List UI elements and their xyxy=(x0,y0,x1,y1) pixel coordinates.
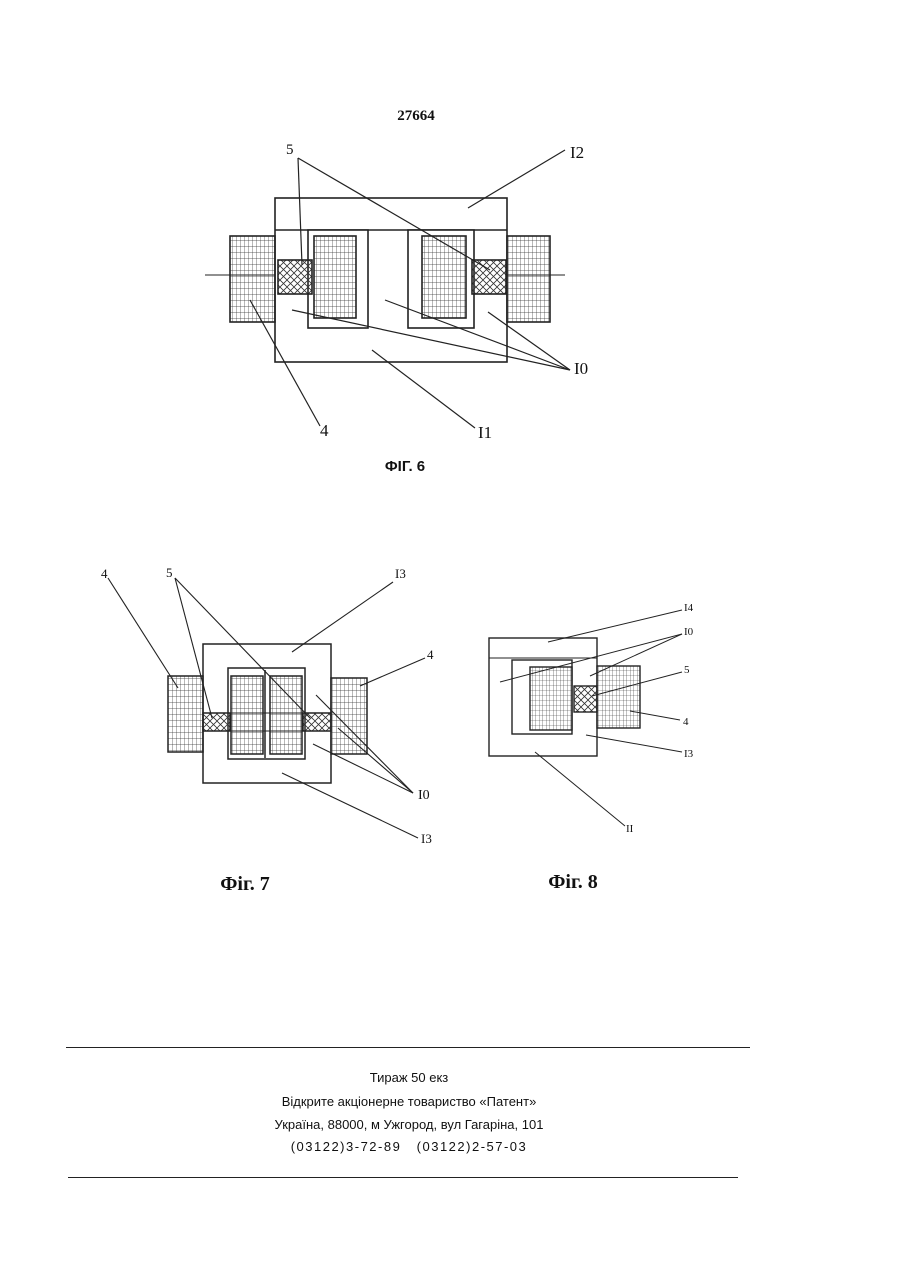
figure-8-drawing: I4 I0 5 4 I3 II xyxy=(470,590,730,850)
fig8-label-13: I3 xyxy=(684,748,694,760)
fig8-label-10: I0 xyxy=(684,626,694,638)
fig7-label-13b: I3 xyxy=(421,831,432,846)
fig6-label-4: 4 xyxy=(320,421,329,440)
fig8-caption: Фіг. 8 xyxy=(533,871,613,894)
fig7-label-4a: 4 xyxy=(101,566,108,581)
fig7-label-10: I0 xyxy=(418,788,430,803)
imprint-address: Україна, 88000, м Ужгород, вул Гагаріна,… xyxy=(0,1117,818,1132)
fig6-label-11: I1 xyxy=(478,423,492,442)
figure-7-drawing: 4 5 I3 4 I0 I3 xyxy=(0,540,470,860)
fig6-label-12: I2 xyxy=(570,143,584,162)
fig7-label-13a: I3 xyxy=(395,566,406,581)
fig6-label-5: 5 xyxy=(286,142,294,158)
fig6-label-10: I0 xyxy=(574,359,588,378)
fig6-caption: ФІГ. 6 xyxy=(370,458,440,475)
fig8-label-5: 5 xyxy=(684,664,690,676)
fig8-label-4: 4 xyxy=(683,716,689,728)
fig7-label-5: 5 xyxy=(166,565,173,580)
imprint-circulation: Тираж 50 екз xyxy=(0,1070,818,1085)
fig7-caption: Фіг. 7 xyxy=(205,873,285,896)
figure-6-drawing: 5 I2 I0 4 I1 xyxy=(0,0,901,460)
top-rule xyxy=(66,1047,750,1048)
fig8-label-11: II xyxy=(626,823,634,835)
fig8-label-14: I4 xyxy=(684,602,694,614)
imprint-phones: (03122)3-72-89 (03122)2-57-03 xyxy=(0,1139,818,1154)
bottom-rule xyxy=(68,1177,738,1178)
fig7-label-4b: 4 xyxy=(427,647,434,662)
imprint-publisher: Відкрите акціонерне товариство «Патент» xyxy=(0,1094,818,1109)
